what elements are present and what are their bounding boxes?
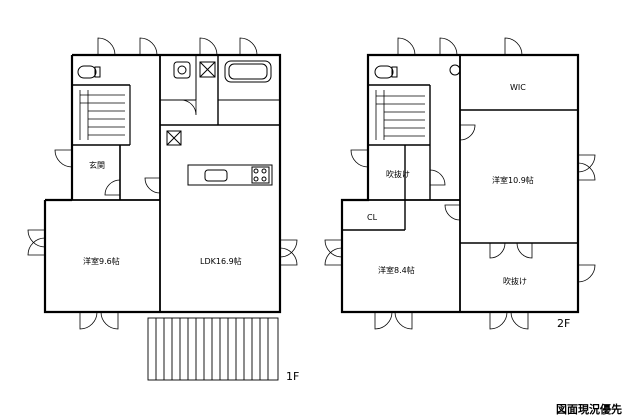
floor-1-walls — [43, 53, 282, 314]
floor-2-walls — [340, 53, 580, 314]
washing-machine-icon — [199, 61, 216, 78]
room-label-entrance: 玄関 — [89, 160, 105, 170]
room-label-western-room-a: 洋室10.9帖 — [492, 175, 534, 185]
fridge-icon — [166, 130, 182, 146]
room-label-ldk: LDK16.9帖 — [200, 256, 242, 266]
room-label-void-large: 吹抜け — [503, 276, 527, 286]
wood-deck — [147, 317, 279, 381]
floor-1-stairs — [79, 90, 125, 140]
bathtub-icon — [224, 60, 272, 83]
room-label-void-small: 吹抜け — [386, 169, 410, 179]
room-label-wic: WIC — [510, 83, 526, 92]
floor-1-windows — [27, 37, 298, 330]
washbasin-icon — [449, 64, 461, 76]
room-label-closet: CL — [367, 213, 378, 222]
room-label-western-room: 洋室9.6帖 — [83, 256, 120, 266]
floor-2-windows — [324, 37, 596, 330]
notice-text: 図面現況優先 — [556, 403, 622, 416]
floor-label-2f: 2F — [557, 317, 570, 330]
toilet-icon — [77, 65, 101, 79]
kitchen-counter-icon — [187, 164, 273, 186]
room-label-western-room-b: 洋室8.4帖 — [378, 265, 415, 275]
floor-label-1f: 1F — [286, 370, 299, 383]
toilet-icon — [374, 65, 398, 79]
floor-2-stairs — [375, 90, 425, 140]
washbasin-icon — [173, 61, 191, 79]
